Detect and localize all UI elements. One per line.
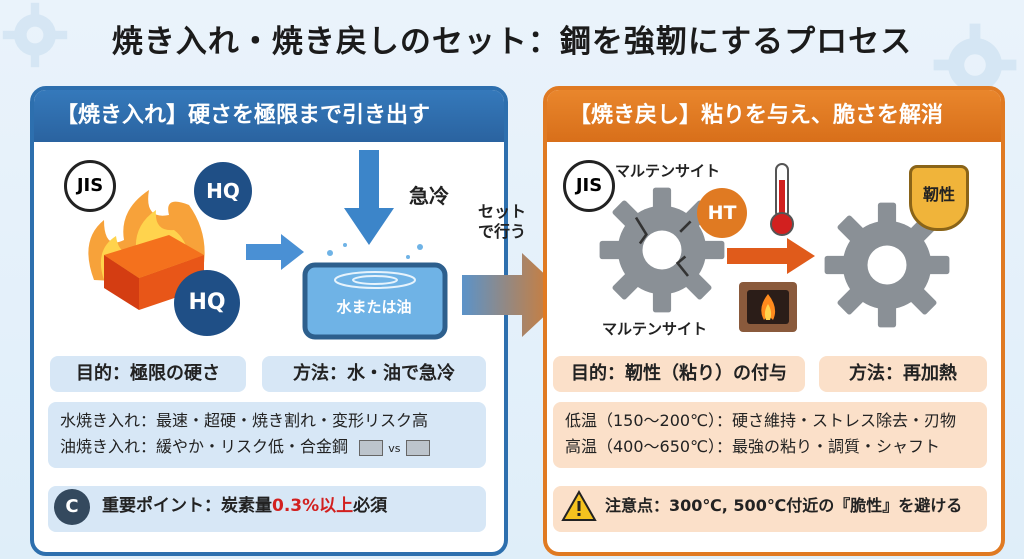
page-title: 焼き入れ・焼き戻しのセット：鋼を強靭にするプロセス [111, 24, 913, 60]
method-label: 方法：水・油で急冷 [262, 356, 486, 392]
carbon-threshold: 0.3%以上 [272, 496, 354, 516]
cracked-gear-icon [599, 187, 725, 313]
caution-text: 注意点：300℃, 500℃付近の『脆性』を避ける [605, 496, 963, 515]
tempering-panel: 【焼き戻し】粘りを与え、脆さを解消 JIS マルテンサイト HT [543, 86, 1005, 556]
set-process-arrow-icon [462, 253, 567, 337]
water-quench-line: 水焼き入れ：最速・超硬・焼き割れ・変形リスク高 [60, 411, 429, 430]
hq-badge-top: HQ [194, 162, 252, 220]
quench-info-box: 水焼き入れ：最速・超硬・焼き割れ・変形リスク高 油焼き入れ：緩やか・リスク低・合… [48, 402, 486, 468]
hot-steel-block-icon [88, 190, 205, 310]
tempering-header: 【焼き戻し】粘りを与え、脆さを解消 [547, 90, 1001, 142]
low-temp-line: 低温（150～200℃）：硬さ維持・ストレス除去・刃物 [565, 411, 957, 430]
method-label: 方法：再加熱 [819, 356, 987, 392]
key-point-text: 重要ポイント：炭素量0.3%以上必須 [102, 496, 388, 516]
tempering-info-box: 低温（150～200℃）：硬さ維持・ストレス除去・刃物 高温（400～650℃）… [553, 402, 987, 468]
ht-badge: HT [697, 188, 747, 238]
tank-label: 水または油 [336, 298, 412, 316]
shield-icon: 靭性 [909, 165, 969, 231]
background-gear-icon [2, 2, 68, 68]
toughness-label: 靭性 [922, 185, 955, 204]
jis-badge: JIS [563, 160, 615, 212]
steel-bar-icon [405, 439, 430, 456]
quench-down-arrow-icon [344, 150, 394, 245]
key-point-box: C 重要ポイント：炭素量0.3%以上必須 [48, 486, 486, 532]
purpose-label: 目的：靭性（粘り）の付与 [553, 356, 805, 392]
jis-label: JIS [76, 175, 104, 196]
quench-label: 急冷 [409, 184, 449, 208]
purpose-label: 目的：極限の硬さ [50, 356, 246, 392]
right-arrow-icon [727, 238, 815, 274]
warning-icon [561, 490, 597, 521]
thermometer-icon [770, 163, 794, 236]
water-tank-icon [302, 243, 448, 340]
oil-quench-line: 油焼き入れ：緩やか・リスク低・合金鋼 vs [60, 434, 474, 462]
hq-label: HQ [206, 179, 240, 203]
ht-label: HT [707, 202, 737, 224]
furnace-icon [739, 282, 797, 332]
caution-box: 注意点：300℃, 500℃付近の『脆性』を避ける [553, 486, 987, 532]
high-temp-line: 高温（400～650℃）：最強の粘り・調質・シャフト [565, 437, 941, 456]
tough-gear-icon [824, 202, 950, 328]
hq-badge-bottom: HQ [174, 270, 240, 336]
steel-bar-icon [359, 439, 384, 456]
right-arrow-icon [246, 234, 304, 270]
hq-label: HQ [188, 290, 226, 315]
quenching-panel: 【焼き入れ】硬さを極限まで引き出す JIS HQ HQ 急冷 水または油 目的：… [30, 86, 508, 556]
quenching-header: 【焼き入れ】硬さを極限まで引き出す [34, 90, 504, 142]
martensite-label-bottom: マルテンサイト [602, 320, 708, 338]
vs-label: vs [388, 442, 401, 455]
jis-badge: JIS [64, 160, 116, 212]
martensite-label-top: マルテンサイト [615, 162, 721, 180]
jis-label: JIS [575, 175, 603, 196]
set-label: セット で行う [478, 202, 527, 241]
carbon-icon: C [54, 489, 90, 525]
